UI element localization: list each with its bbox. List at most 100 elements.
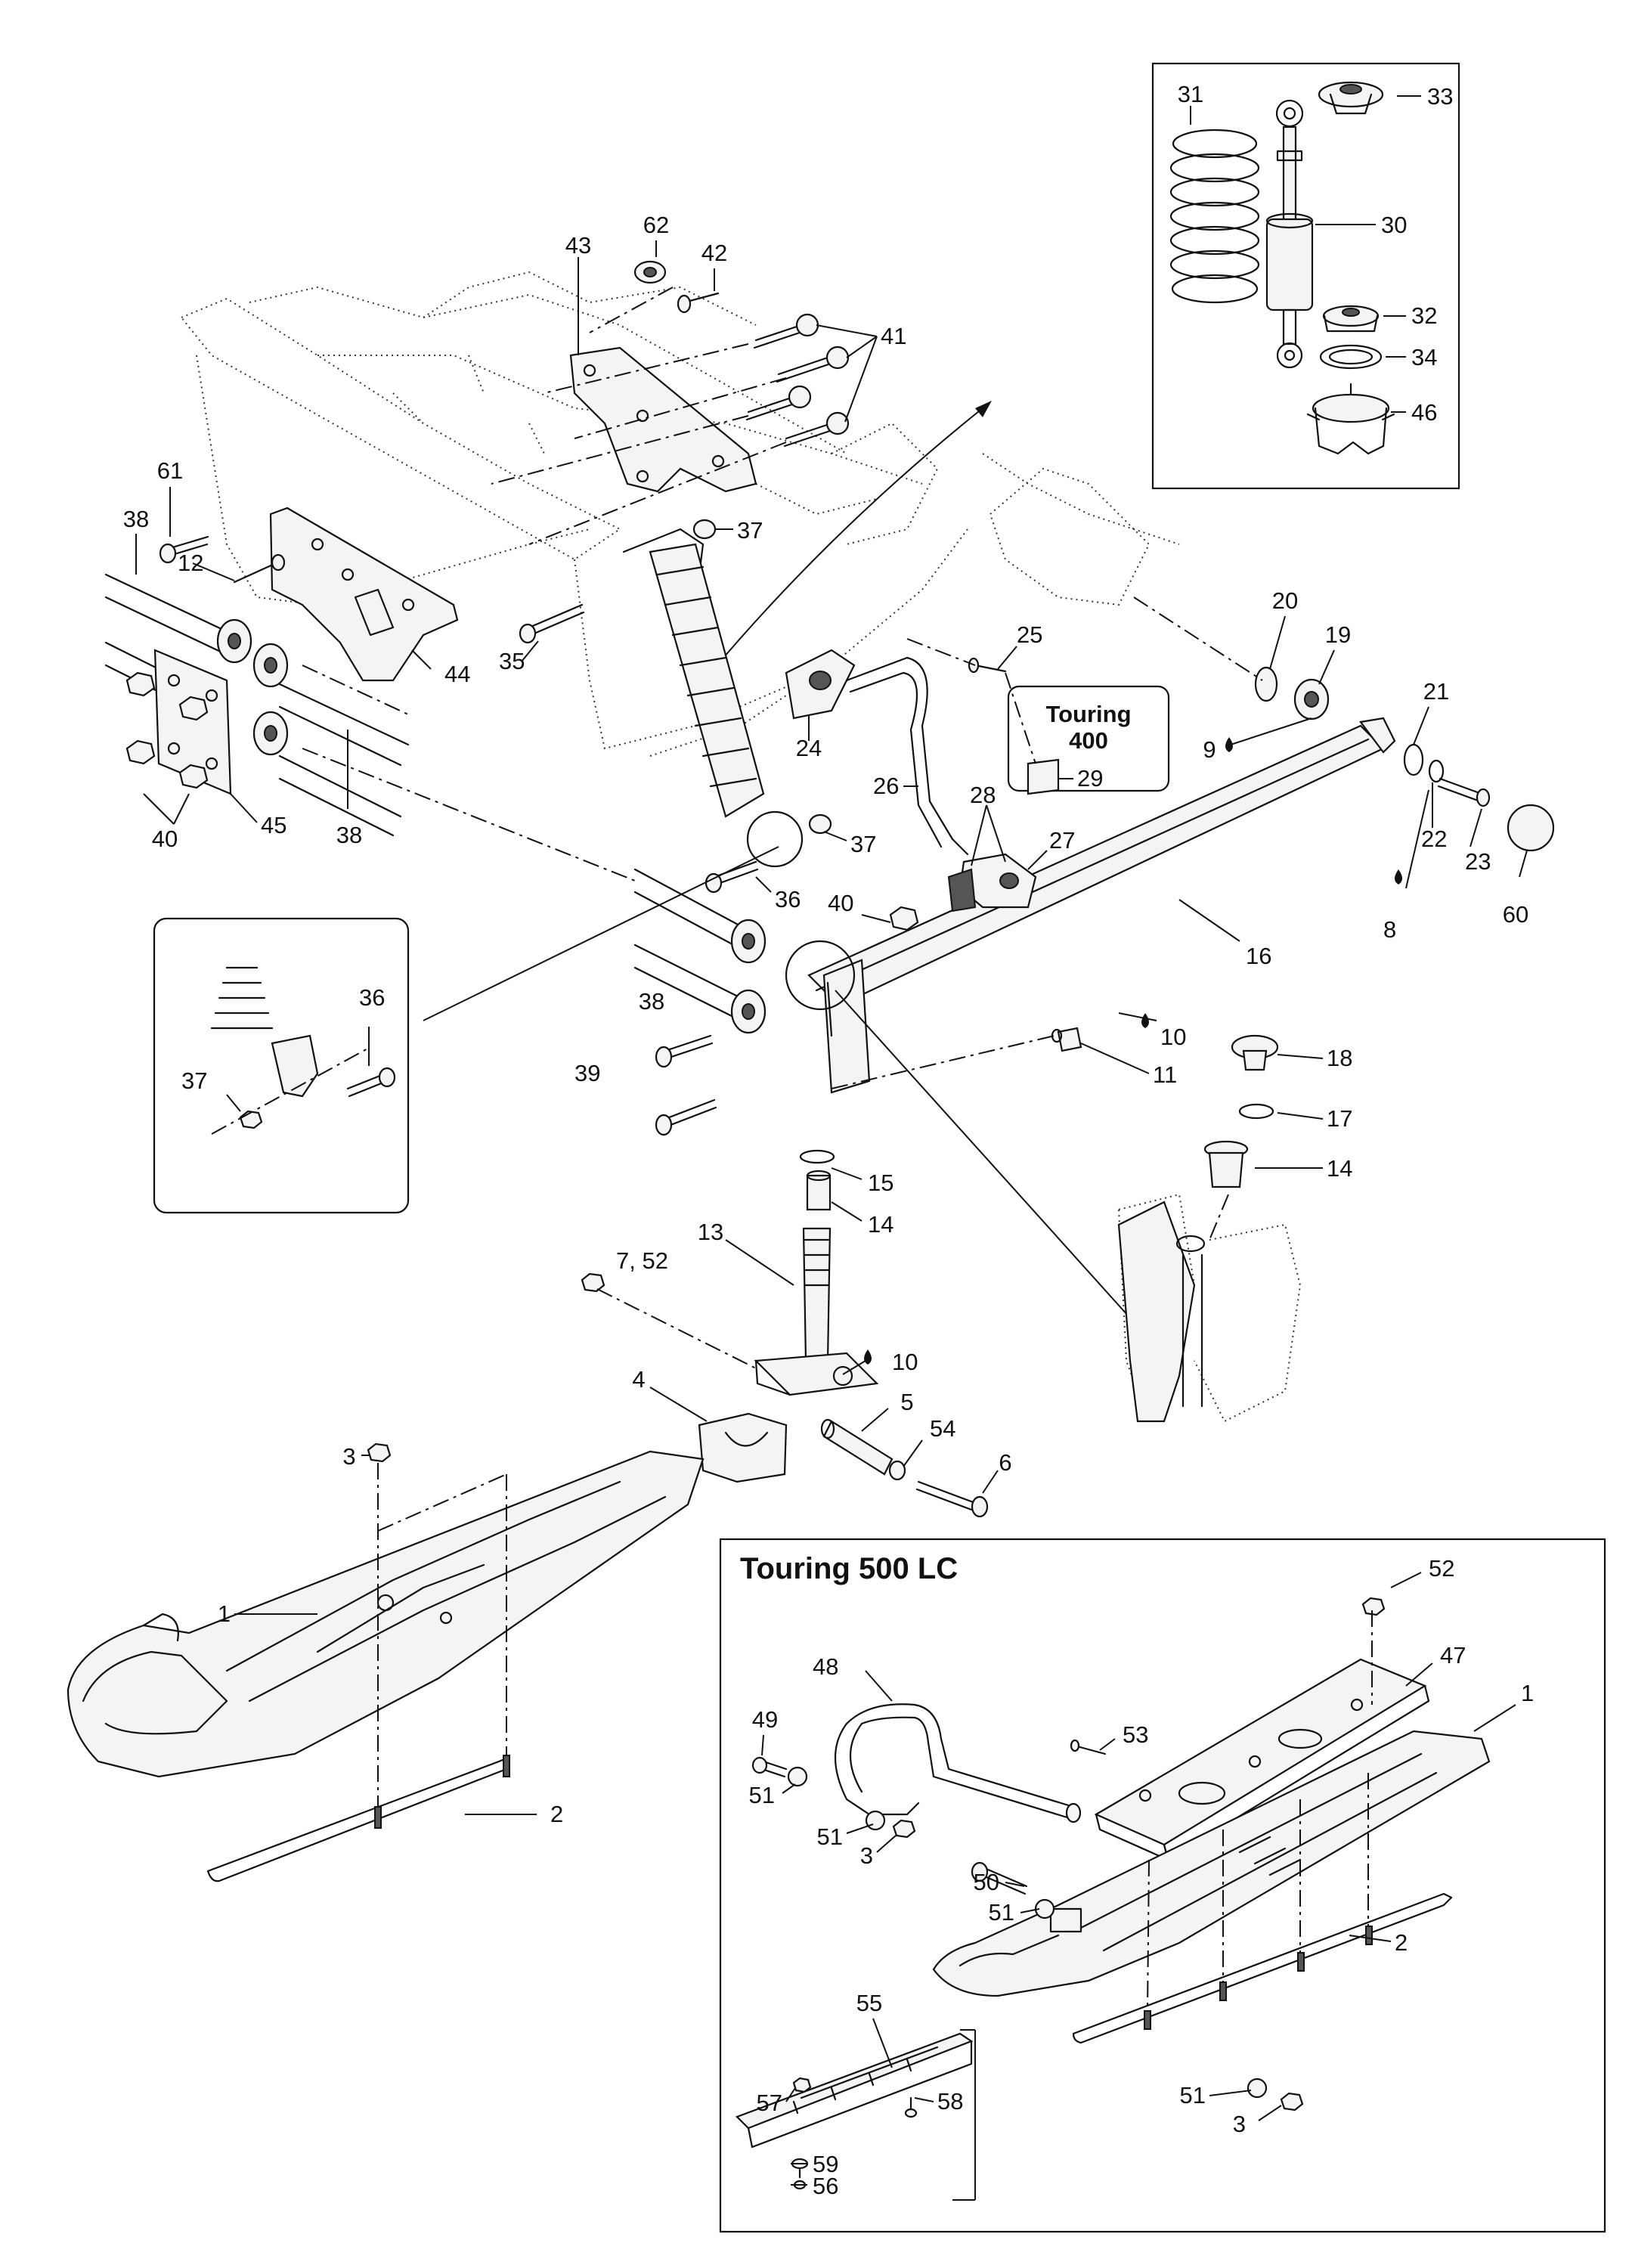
rivet-53 (1070, 1739, 1107, 1755)
ski-1 (67, 1450, 705, 1778)
callout-47: 47 (1440, 1642, 1466, 1668)
callout-15: 15 (868, 1170, 893, 1196)
callout-42: 42 (701, 240, 727, 266)
nut-37-main (808, 813, 832, 835)
callout-12: 12 (178, 550, 203, 576)
callout-11: 11 (1153, 1061, 1177, 1088)
cap-60 (1507, 804, 1555, 852)
top-leaders (491, 240, 878, 545)
callout-48: 48 (813, 1653, 838, 1680)
ski-1-touring (932, 1730, 1491, 1997)
nut-52-touring (1361, 1597, 1386, 1616)
bolt-35 (519, 603, 585, 644)
callout-59: 59 (813, 2151, 838, 2177)
travel-direction-arrowhead (975, 401, 992, 417)
bolt-6 (915, 1480, 989, 1518)
nut-62 (633, 260, 667, 284)
washer-22 (1428, 759, 1445, 783)
callout-8: 8 (1383, 916, 1396, 943)
callout-62: 62 (643, 212, 669, 238)
callout-6: 6 (999, 1449, 1011, 1476)
bolt-49 (751, 1756, 788, 1778)
callout-37-mid: 37 (850, 831, 876, 857)
spindle-housing (785, 940, 871, 1094)
callout-39: 39 (574, 1060, 600, 1086)
callout-20: 20 (1272, 587, 1298, 614)
rivet-42 (677, 292, 720, 314)
circlip-21 (1403, 743, 1424, 776)
shafts-38 (104, 573, 742, 1022)
callout-21: 21 (1423, 678, 1449, 705)
bolt-23 (1437, 777, 1491, 807)
callout-10-bottom: 10 (892, 1349, 918, 1375)
steering-arm-26 (785, 649, 969, 856)
grease-fitting-11 (1051, 1027, 1082, 1052)
bolts-39 (655, 1034, 717, 1136)
callout-5: 5 (900, 1389, 913, 1415)
callout-41: 41 (881, 323, 906, 349)
bolts-41 (745, 313, 850, 448)
callout-37-top: 37 (737, 517, 763, 544)
callout-49: 49 (752, 1706, 778, 1733)
cross-shaft-16 (807, 717, 1396, 1007)
screw-56 (793, 2168, 807, 2190)
shock-absorber-30 (1265, 99, 1314, 369)
callout-51-b: 51 (817, 1823, 843, 1850)
spring-31 (1169, 129, 1260, 304)
clamp-27 (947, 853, 1037, 912)
shock-lower-mount-inset-box (153, 917, 410, 1214)
bushing-14-right (1203, 1140, 1249, 1188)
spindle-13 (754, 1227, 879, 1396)
callout-54: 54 (930, 1415, 955, 1442)
callout-43: 43 (565, 232, 591, 259)
touring-400-inset-box (1007, 685, 1170, 792)
callout-44: 44 (444, 661, 470, 687)
nut-37-top (692, 519, 717, 540)
nut-40-mid (889, 906, 919, 931)
wear-bar-2 (206, 1755, 510, 1882)
bushing-19 (1293, 678, 1330, 720)
callout-38-top: 38 (123, 506, 149, 532)
bolt-50 (971, 1861, 1028, 1895)
grease-drops (864, 737, 1402, 1365)
bushings (216, 618, 766, 1034)
shock-absorber-inset-box (1151, 62, 1460, 490)
cap-29 (1027, 758, 1060, 795)
screw-58 (904, 2096, 918, 2118)
callout-53: 53 (1123, 1721, 1148, 1748)
callout-2-touring: 2 (1395, 1929, 1408, 1956)
callout-17: 17 (1327, 1105, 1352, 1132)
callout-7-52: 7, 52 (616, 1247, 668, 1274)
callout-36-mid: 36 (775, 886, 801, 912)
callout-35: 35 (499, 648, 525, 674)
callout-60: 60 (1503, 901, 1528, 928)
main-ski-leaders (234, 1455, 537, 1815)
callout-33: 33 (1427, 83, 1453, 110)
callout-51-d: 51 (1180, 2082, 1206, 2108)
callout-37-inset: 37 (181, 1067, 207, 1094)
right-spindle-leaders (831, 1012, 1324, 1241)
callout-1-touring: 1 (1521, 1680, 1534, 1706)
touring-400-title-line1: Touring (1045, 701, 1131, 727)
callout-3-touring-b: 3 (1233, 2111, 1246, 2137)
callout-1-main: 1 (218, 1600, 231, 1627)
callout-labels: 31 33 30 32 34 46 62 43 42 41 61 38 12 3… (123, 81, 1534, 2199)
callout-38-left: 38 (336, 822, 362, 848)
callout-52-touring: 52 (1429, 1555, 1454, 1582)
callout-51-a: 51 (749, 1782, 775, 1808)
adjuster-ring-46 (1306, 383, 1395, 455)
bumper-4 (698, 1412, 788, 1483)
lower-spindle-leaders (596, 1167, 999, 1494)
shock-inset-leaders (1190, 95, 1421, 413)
callout-13: 13 (698, 1219, 723, 1245)
touring-500lc-leaders (761, 1572, 1516, 2201)
callout-28: 28 (970, 782, 996, 808)
callout-9: 9 (1203, 736, 1216, 763)
nut-3-main (367, 1442, 392, 1463)
callout-19: 19 (1325, 621, 1351, 648)
callout-38-bottom: 38 (639, 988, 664, 1015)
rivet-12 (233, 553, 286, 584)
bushing-14-left (806, 1170, 832, 1211)
touring-400-title-line2: 400 (1069, 727, 1108, 754)
